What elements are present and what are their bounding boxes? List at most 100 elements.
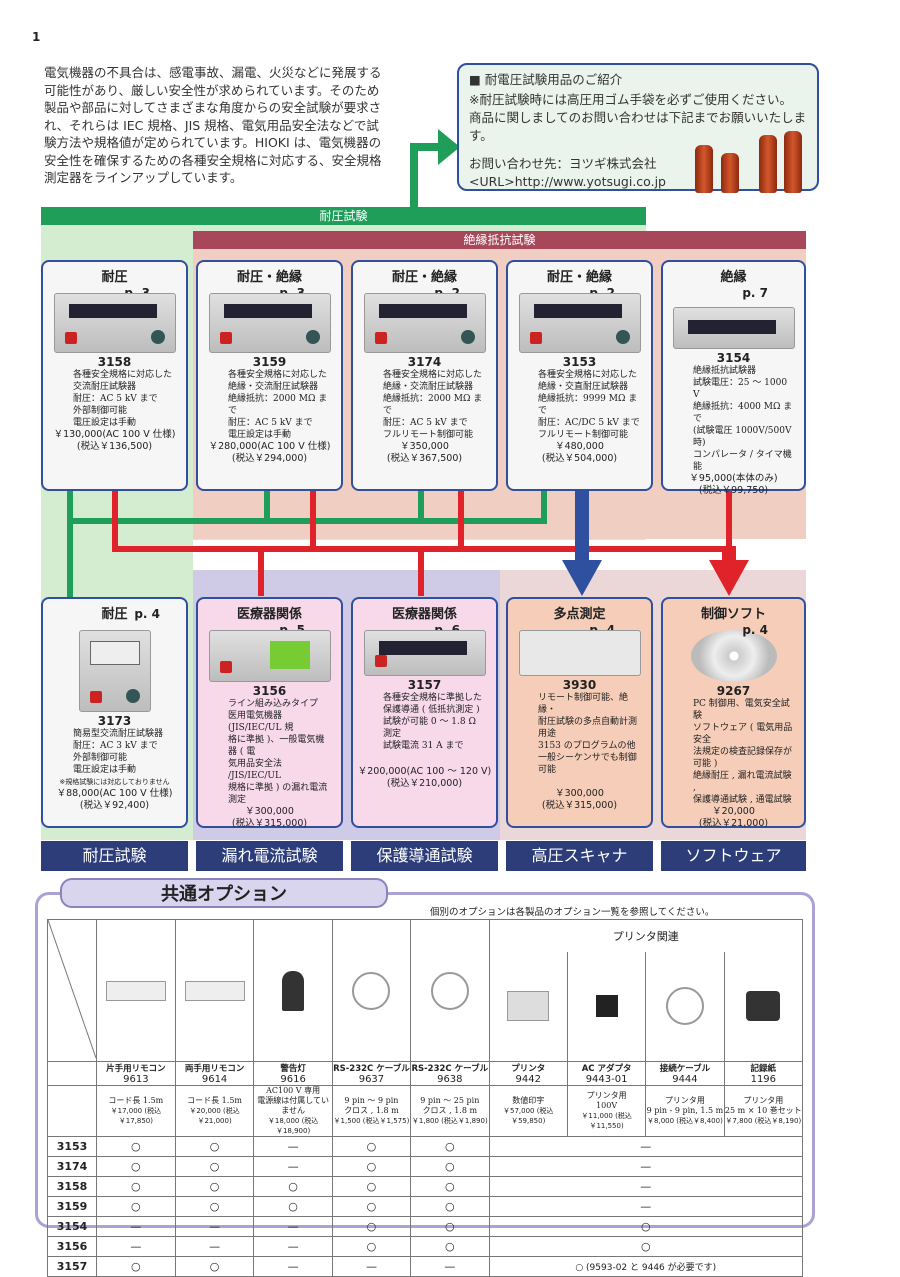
device-image bbox=[518, 630, 641, 676]
card-tax: (税込￥136,500) bbox=[76, 441, 153, 452]
card-price: ￥350,000 bbox=[400, 441, 449, 452]
card-price: ￥20,000 bbox=[712, 806, 755, 817]
options-title: 共通オプション bbox=[60, 878, 388, 908]
card-title: 制御ソフト bbox=[700, 607, 766, 622]
card-tax: (税込￥315,000) bbox=[541, 800, 618, 811]
option-spec: コード長 1.5m￥17,000 (税込￥17,850) bbox=[96, 1085, 176, 1137]
warning-lamp-image bbox=[253, 919, 333, 1062]
card-note: ※規格試験には対応しておりません bbox=[59, 778, 170, 786]
cable-image bbox=[331, 919, 412, 1062]
product-card-3159[interactable]: 耐圧・絶縁 p. 3 3159 各種安全規格に対応した 絶縁・交流耐圧試験器 絶… bbox=[196, 260, 343, 491]
remote-image bbox=[174, 919, 255, 1062]
card-title: 耐圧 bbox=[101, 270, 128, 285]
card-desc: ライン組み込みタイプ 医用電気機器 (JIS/IEC/UL 規 格に準拠 )、一… bbox=[228, 699, 328, 805]
compat-row-3159: 3159 ○○○○○ — bbox=[47, 1196, 803, 1217]
card-model: 3157 bbox=[407, 678, 442, 692]
device-image bbox=[208, 630, 331, 682]
option-spec: 9 pin ～ 9 pin クロス , 1.8 m￥1,500 (税込￥1,57… bbox=[331, 1085, 412, 1137]
card-tax: (税込￥21,000) bbox=[698, 818, 769, 829]
band-insulation: 絶縁抵抗試験 bbox=[193, 231, 806, 249]
product-card-3174[interactable]: 耐圧・絶縁 p. 2 3174 各種安全規格に対応した 絶縁・交流耐圧試験器 絶… bbox=[351, 260, 498, 491]
card-price: ￥200,000(AC 100 ～ 120 V) bbox=[357, 766, 492, 777]
compat-row-3158: 3158 ○○○○○ — bbox=[47, 1176, 803, 1197]
option-spec: プリンタ用 100V￥11,000 (税込￥11,550) bbox=[566, 1085, 647, 1137]
card-price: ￥95,000(本体のみ) bbox=[689, 473, 778, 484]
compat-row-3153: 3153 ○○—○○ — bbox=[47, 1136, 803, 1157]
info-url[interactable]: <URL>http://www.yotsugi.co.jp bbox=[469, 174, 666, 189]
remote-image bbox=[96, 919, 176, 1062]
card-title: 耐圧・絶縁 bbox=[546, 270, 612, 285]
arrow-to-info bbox=[410, 129, 460, 210]
category-scanner: 高圧スキャナ bbox=[506, 841, 653, 871]
card-title: 耐圧・絶縁 bbox=[391, 270, 457, 285]
ac-adapter-image bbox=[566, 951, 647, 1062]
card-model: 3153 bbox=[562, 355, 597, 369]
option-spec: プリンタ用 25 m × 10 巻セット￥7,800 (税込￥8,190) bbox=[723, 1085, 804, 1137]
card-model: 3930 bbox=[562, 678, 597, 692]
card-tax: (税込￥92,400) bbox=[79, 800, 150, 811]
product-card-3156[interactable]: 医療器関係 p. 5 3156 ライン組み込みタイプ 医用電気機器 (JIS/I… bbox=[196, 597, 343, 829]
card-model: 3158 bbox=[97, 355, 132, 369]
category-bonding: 保護導通試験 bbox=[351, 841, 498, 871]
card-price: ￥480,000 bbox=[555, 441, 604, 452]
card-tax: (税込￥99,750) bbox=[698, 485, 769, 496]
card-model: 3156 bbox=[252, 684, 287, 698]
card-desc: 各種安全規格に対応した 絶縁・交直耐圧試験器 絶縁抵抗：9999 MΩ まで 耐… bbox=[538, 370, 640, 440]
info-contact: お問い合わせ先：ヨツギ株式会社 bbox=[469, 156, 657, 171]
card-desc: リモート制御可能、絶縁・ 耐圧試験の多点自動計測用途 3153 のプログラムの他… bbox=[538, 693, 638, 775]
product-card-3154[interactable]: 絶縁 p. 7 3154 絶縁抵抗試験器 試験電圧：25 ～ 1000 V 絶縁… bbox=[661, 260, 806, 496]
product-card-3153[interactable]: 耐圧・絶縁 p. 2 3153 各種安全規格に対応した 絶縁・交直耐圧試験器 絶… bbox=[506, 260, 653, 491]
option-spec: 数値印字￥57,000 (税込￥59,850) bbox=[488, 1085, 568, 1137]
category-leakage: 漏れ電流試験 bbox=[196, 841, 343, 871]
product-card-3173[interactable]: 耐圧 p. 4 3173 簡易型交流耐圧試験器 耐圧：AC 3 kV まで 外部… bbox=[41, 597, 188, 828]
card-tax: (税込￥504,000) bbox=[541, 453, 618, 464]
card-page: p. 7 bbox=[742, 286, 768, 300]
card-page: p. 4 bbox=[134, 607, 160, 621]
info-line2: 商品に関しましてのお問い合わせは下記までお願いいたします。 bbox=[469, 110, 807, 143]
card-desc: 各種安全規格に対応した 絶縁・交流耐圧試験器 絶縁抵抗：2000 MΩ まで 耐… bbox=[228, 370, 328, 440]
cable-image bbox=[645, 951, 725, 1062]
card-tax: (税込￥367,500) bbox=[386, 453, 463, 464]
info-title: ■ 耐電圧試験用品のご紹介 bbox=[469, 72, 623, 87]
option-spec: AC100 V 専用 電源線は付属していません￥18,000 (税込￥18,90… bbox=[253, 1085, 333, 1137]
product-card-3157[interactable]: 医療器関係 p. 6 3157 各種安全規格に準拠した 保護導通 ( 低抵抗測定… bbox=[351, 597, 498, 828]
product-card-3158[interactable]: 耐圧 p. 3 3158 各種安全規格に対応した 交流耐圧試験器 耐圧：AC 5… bbox=[41, 260, 188, 491]
printer-group-header: プリンタ関連 bbox=[488, 918, 803, 952]
card-tax: (税込￥210,000) bbox=[386, 778, 463, 789]
option-spec: 9 pin ～ 25 pin クロス , 1.8 m￥1,800 (税込￥1,8… bbox=[410, 1085, 490, 1137]
device-image bbox=[78, 630, 151, 712]
device-image bbox=[363, 630, 486, 676]
compat-row-3174: 3174 ○○—○○ — bbox=[47, 1156, 803, 1177]
card-model: 9267 bbox=[716, 684, 751, 698]
device-image bbox=[672, 307, 795, 349]
product-card-9267[interactable]: 制御ソフト p. 4 9267 PC 制御用、電気安全試験 ソフトウェア ( 電… bbox=[661, 597, 806, 829]
options-note: 個別のオプションは各製品のオプション一覧を参照してください。 bbox=[430, 907, 715, 918]
card-title: 絶縁 bbox=[720, 270, 747, 285]
category-software: ソフトウェア bbox=[661, 841, 806, 871]
product-card-3930[interactable]: 多点測定 p. 4 3930 リモート制御可能、絶縁・ 耐圧試験の多点自動計測用… bbox=[506, 597, 653, 828]
connector-lines bbox=[67, 490, 749, 600]
card-price: ￥130,000(AC 100 V 仕様) bbox=[53, 429, 176, 440]
option-spec: プリンタ用 9 pin - 9 pin, 1.5 m￥8,000 (税込￥8,4… bbox=[645, 1085, 725, 1137]
option-spec: コード長 1.5m￥20,000 (税込￥21,000) bbox=[174, 1085, 255, 1137]
compat-row-3157: 3157 ○○——— ○ (9593-02 と 9446 が必要です) bbox=[47, 1256, 803, 1277]
device-image bbox=[518, 293, 641, 353]
compat-row-3154: 3154 ———○○ ○ bbox=[47, 1216, 803, 1237]
info-line1: ※耐圧試験時には高圧用ゴム手袋を必ずご使用ください。 bbox=[469, 92, 792, 107]
card-price: ￥280,000(AC 100 V 仕様) bbox=[208, 441, 331, 452]
card-model: 3159 bbox=[252, 355, 287, 369]
info-box: ■ 耐電圧試験用品のご紹介 ※耐圧試験時には高圧用ゴム手袋を必ずご使用ください。… bbox=[457, 63, 819, 193]
card-title: 医療器関係 bbox=[236, 607, 302, 622]
card-title: 多点測定 bbox=[553, 607, 606, 622]
paper-roll-image bbox=[723, 951, 804, 1062]
card-title: 耐圧・絶縁 bbox=[236, 270, 302, 285]
intro-paragraph: 電気機器の不具合は、感電事故、漏電、火災などに発展する可能性があり、厳しい安全性… bbox=[44, 65, 382, 185]
card-desc: 簡易型交流耐圧試験器 耐圧：AC 3 kV まで 外部制御可能 電圧設定は手動 bbox=[73, 729, 164, 775]
cd-image bbox=[690, 630, 777, 682]
